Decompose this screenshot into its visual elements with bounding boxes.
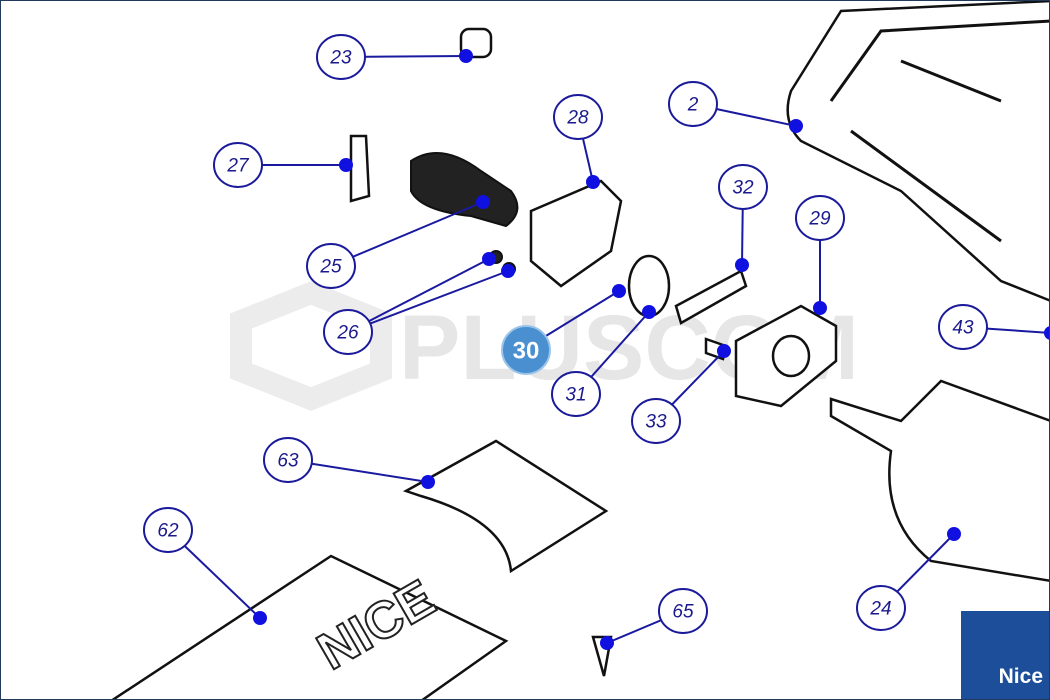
callout-label: 24 [869, 599, 891, 620]
part-62 [111, 554, 509, 699]
anchor-dot [947, 527, 961, 541]
anchor-dot [717, 344, 731, 358]
callout-circle [718, 164, 768, 210]
callout-28[interactable]: 28 [553, 94, 603, 189]
part-27 [349, 134, 371, 203]
callout-2[interactable]: 2 [668, 81, 803, 133]
callout-circle [938, 304, 988, 350]
callout-label: 25 [319, 257, 342, 278]
callouts: 23 2 28 27 32 29 25 26 43 31 33 63 62 24 65 [143, 34, 1050, 650]
callout-65[interactable]: 65 [600, 588, 708, 650]
callout-label: 30 [513, 338, 540, 365]
part-25 [410, 152, 519, 228]
brand-logo: Nice [961, 611, 1049, 699]
callout-29[interactable]: 29 [795, 195, 845, 315]
callout-circle [263, 437, 313, 483]
anchor-dot [586, 175, 600, 189]
callout-31[interactable]: 31 [551, 305, 656, 417]
callout-circle [795, 195, 845, 241]
parts: NICE [111, 1, 1049, 699]
callout-label: 2 [687, 95, 699, 116]
callout-label: 27 [226, 156, 250, 177]
leader-line [330, 201, 484, 267]
callout-label: 65 [672, 602, 694, 623]
anchor-dot [789, 119, 803, 133]
callout-circle [213, 142, 263, 188]
callout-circle [323, 309, 373, 355]
callout-23[interactable]: 23 [316, 34, 473, 80]
callout-label: 62 [157, 521, 179, 542]
callout-33[interactable]: 33 [631, 344, 731, 444]
callout-label: 63 [277, 451, 299, 472]
anchor-dot [1044, 326, 1049, 340]
callout-26[interactable]: 26 [323, 252, 515, 355]
callout-circle [551, 371, 601, 417]
callout-circle [143, 507, 193, 553]
callout-43[interactable]: 43 [938, 304, 1050, 350]
callout-24[interactable]: 24 [856, 527, 961, 631]
anchor-dot [421, 475, 435, 489]
callout-circle [306, 243, 356, 289]
anchor-dot [459, 49, 473, 63]
anchor-dot [476, 195, 490, 209]
callout-30-highlighted[interactable]: 30 [501, 284, 626, 375]
callout-circle [316, 34, 366, 80]
callout-circle [668, 81, 718, 127]
callout-62[interactable]: 62 [143, 507, 267, 625]
anchor-dot [501, 264, 515, 278]
part-housing [786, 1, 1049, 302]
leader-line [347, 270, 509, 333]
callout-label: 31 [565, 385, 586, 406]
anchor-dot [735, 258, 749, 272]
callout-circle [553, 94, 603, 140]
callout-label: 43 [952, 318, 974, 339]
callout-63[interactable]: 63 [263, 437, 435, 489]
part-28 [529, 179, 623, 288]
part-24 [829, 379, 1049, 582]
part-63 [402, 439, 609, 574]
callout-32[interactable]: 32 [718, 164, 768, 272]
callout-label: 32 [732, 178, 754, 199]
callout-label: 23 [329, 48, 352, 69]
anchor-dot [642, 305, 656, 319]
anchor-dot [600, 636, 614, 650]
callout-label: 28 [566, 108, 589, 129]
callout-label: 29 [808, 209, 831, 230]
callout-25[interactable]: 25 [306, 195, 490, 289]
part-32 [674, 269, 748, 325]
callout-27[interactable]: 27 [213, 142, 353, 188]
callout-circle [631, 398, 681, 444]
callout-circle [658, 588, 708, 634]
callout-circle [856, 585, 906, 631]
anchor-dot [813, 301, 827, 315]
anchor-dot [339, 158, 353, 172]
callout-label: 26 [336, 323, 359, 344]
anchor-dot [253, 611, 267, 625]
callout-label: 33 [645, 412, 667, 433]
anchor-dot [482, 252, 496, 266]
leader-line [347, 258, 490, 333]
